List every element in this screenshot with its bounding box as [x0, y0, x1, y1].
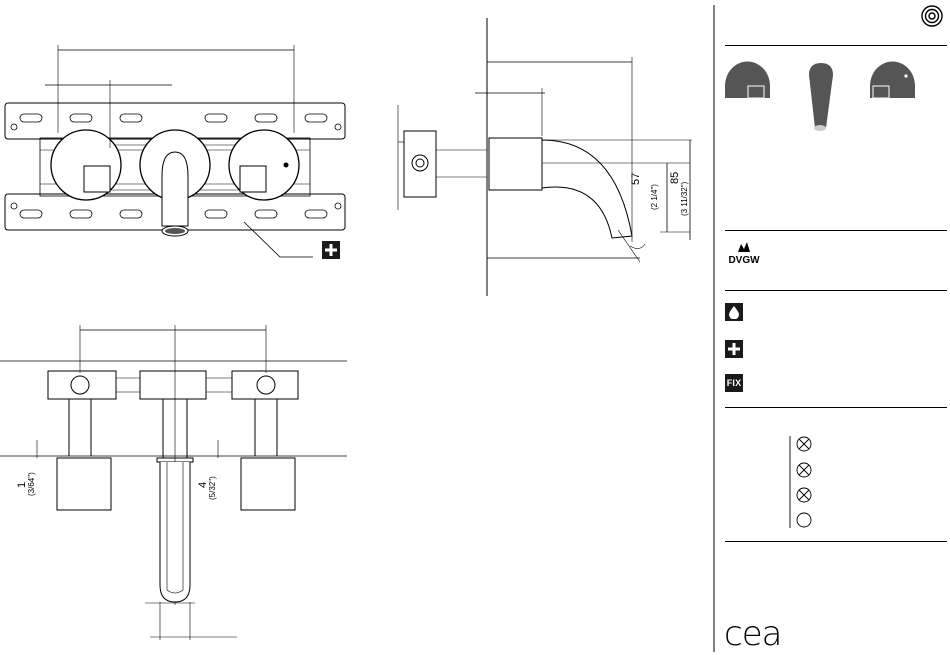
- panel-separator: [725, 407, 947, 408]
- bracket-slots-top: [11, 114, 341, 130]
- right-handle-lever: [240, 166, 266, 192]
- left-valve-top: [48, 371, 116, 399]
- water-drop-icon: [725, 303, 743, 321]
- spout-arc: [542, 140, 632, 238]
- side-view: [398, 18, 692, 296]
- wall-fitting: [412, 155, 428, 171]
- checklist-icons: [790, 436, 811, 528]
- wall-box: [404, 131, 436, 197]
- spout-body: [489, 138, 542, 190]
- fix-badge: FIX: [725, 374, 743, 392]
- dimension-label-57-in: (2 1/4"): [650, 184, 659, 210]
- panel-separator: [725, 290, 947, 291]
- handle-variant-right: [870, 61, 915, 98]
- variant-icons: [725, 61, 915, 131]
- dimension-label-85-in: (3 11/32"): [680, 182, 689, 216]
- right-handle-top: [241, 458, 295, 510]
- spout-top: [160, 462, 190, 602]
- front-view: [5, 45, 345, 257]
- certification-mark-icon: [920, 4, 944, 28]
- right-valve-top: [232, 371, 298, 399]
- spout-front: [162, 152, 188, 226]
- left-handle-lever: [84, 166, 110, 192]
- center-body-top: [140, 371, 206, 399]
- spout-variant: [809, 63, 833, 128]
- brand-logo: cea: [724, 617, 781, 651]
- leader-line: [244, 222, 313, 257]
- plus-icon: [725, 340, 743, 358]
- dimension-label-4-in: (5/32"): [208, 476, 217, 500]
- dvgw-flame-icon: [724, 240, 764, 254]
- dvgw-label: DVGW: [724, 255, 764, 266]
- dimension-label-1-in: (3/64"): [27, 472, 36, 496]
- top-view: [0, 325, 347, 640]
- plus-icon: [322, 241, 340, 259]
- panel-separator: [725, 45, 947, 46]
- panel-separator: [725, 541, 947, 542]
- indicator-dot: [284, 163, 289, 168]
- left-handle-top: [57, 458, 111, 510]
- panel-separator: [725, 230, 947, 231]
- dimension-label-57: 57: [630, 173, 642, 185]
